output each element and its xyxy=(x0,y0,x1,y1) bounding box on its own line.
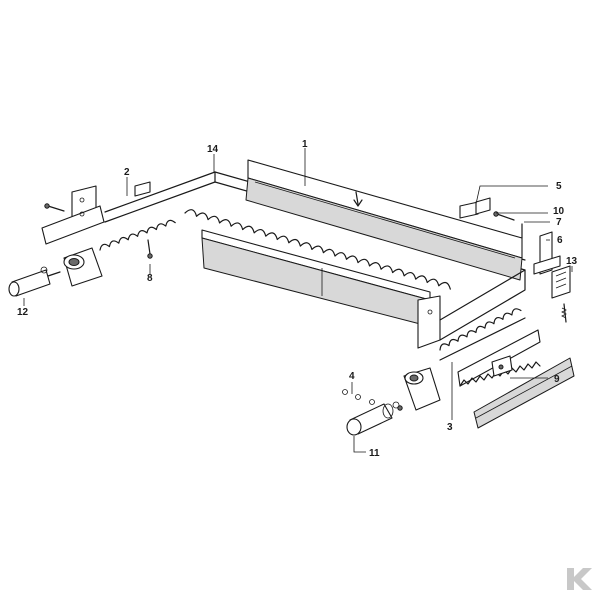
spring-pin xyxy=(561,303,567,323)
callout-7: 7 xyxy=(556,217,562,228)
callout-14: 14 xyxy=(207,144,219,155)
callout-8: 8 xyxy=(147,273,153,284)
callout-5: 5 xyxy=(556,181,562,192)
bolt-left xyxy=(44,203,65,212)
cylinder-11 xyxy=(346,401,400,436)
rear-cover-plate xyxy=(245,159,523,281)
lower-blade-guard xyxy=(201,229,431,327)
washer-set-4 xyxy=(342,389,403,411)
left-mounting-plate xyxy=(41,185,105,245)
small-bracket-2 xyxy=(134,181,151,197)
callout-11: 11 xyxy=(369,448,380,459)
callout-2: 2 xyxy=(124,167,130,178)
pivot-housing-left xyxy=(63,247,103,287)
leader-lines xyxy=(23,148,573,453)
clamp-plate-9 xyxy=(491,355,513,377)
serrated-knife-back xyxy=(99,209,451,290)
bracket-6 xyxy=(533,231,561,275)
bracket-5 xyxy=(459,197,491,219)
knife-strip-3 xyxy=(457,329,575,429)
callout-3: 3 xyxy=(447,422,453,433)
callout-4: 4 xyxy=(349,371,355,382)
brand-logo xyxy=(567,568,592,590)
pivot-housing-right xyxy=(403,367,441,411)
callout-13: 13 xyxy=(566,256,578,267)
cylinder-12 xyxy=(8,266,61,297)
bolt-7-10 xyxy=(493,211,523,239)
bolt-8 xyxy=(147,239,153,259)
callout-12: 12 xyxy=(17,307,29,318)
serrated-knife-front xyxy=(439,308,526,361)
callout-10: 10 xyxy=(553,206,565,217)
callout-1: 1 xyxy=(302,139,308,150)
clip-13 xyxy=(551,265,571,299)
right-side-frame xyxy=(417,269,526,349)
callout-9: 9 xyxy=(554,374,560,385)
callout-6: 6 xyxy=(557,235,563,246)
